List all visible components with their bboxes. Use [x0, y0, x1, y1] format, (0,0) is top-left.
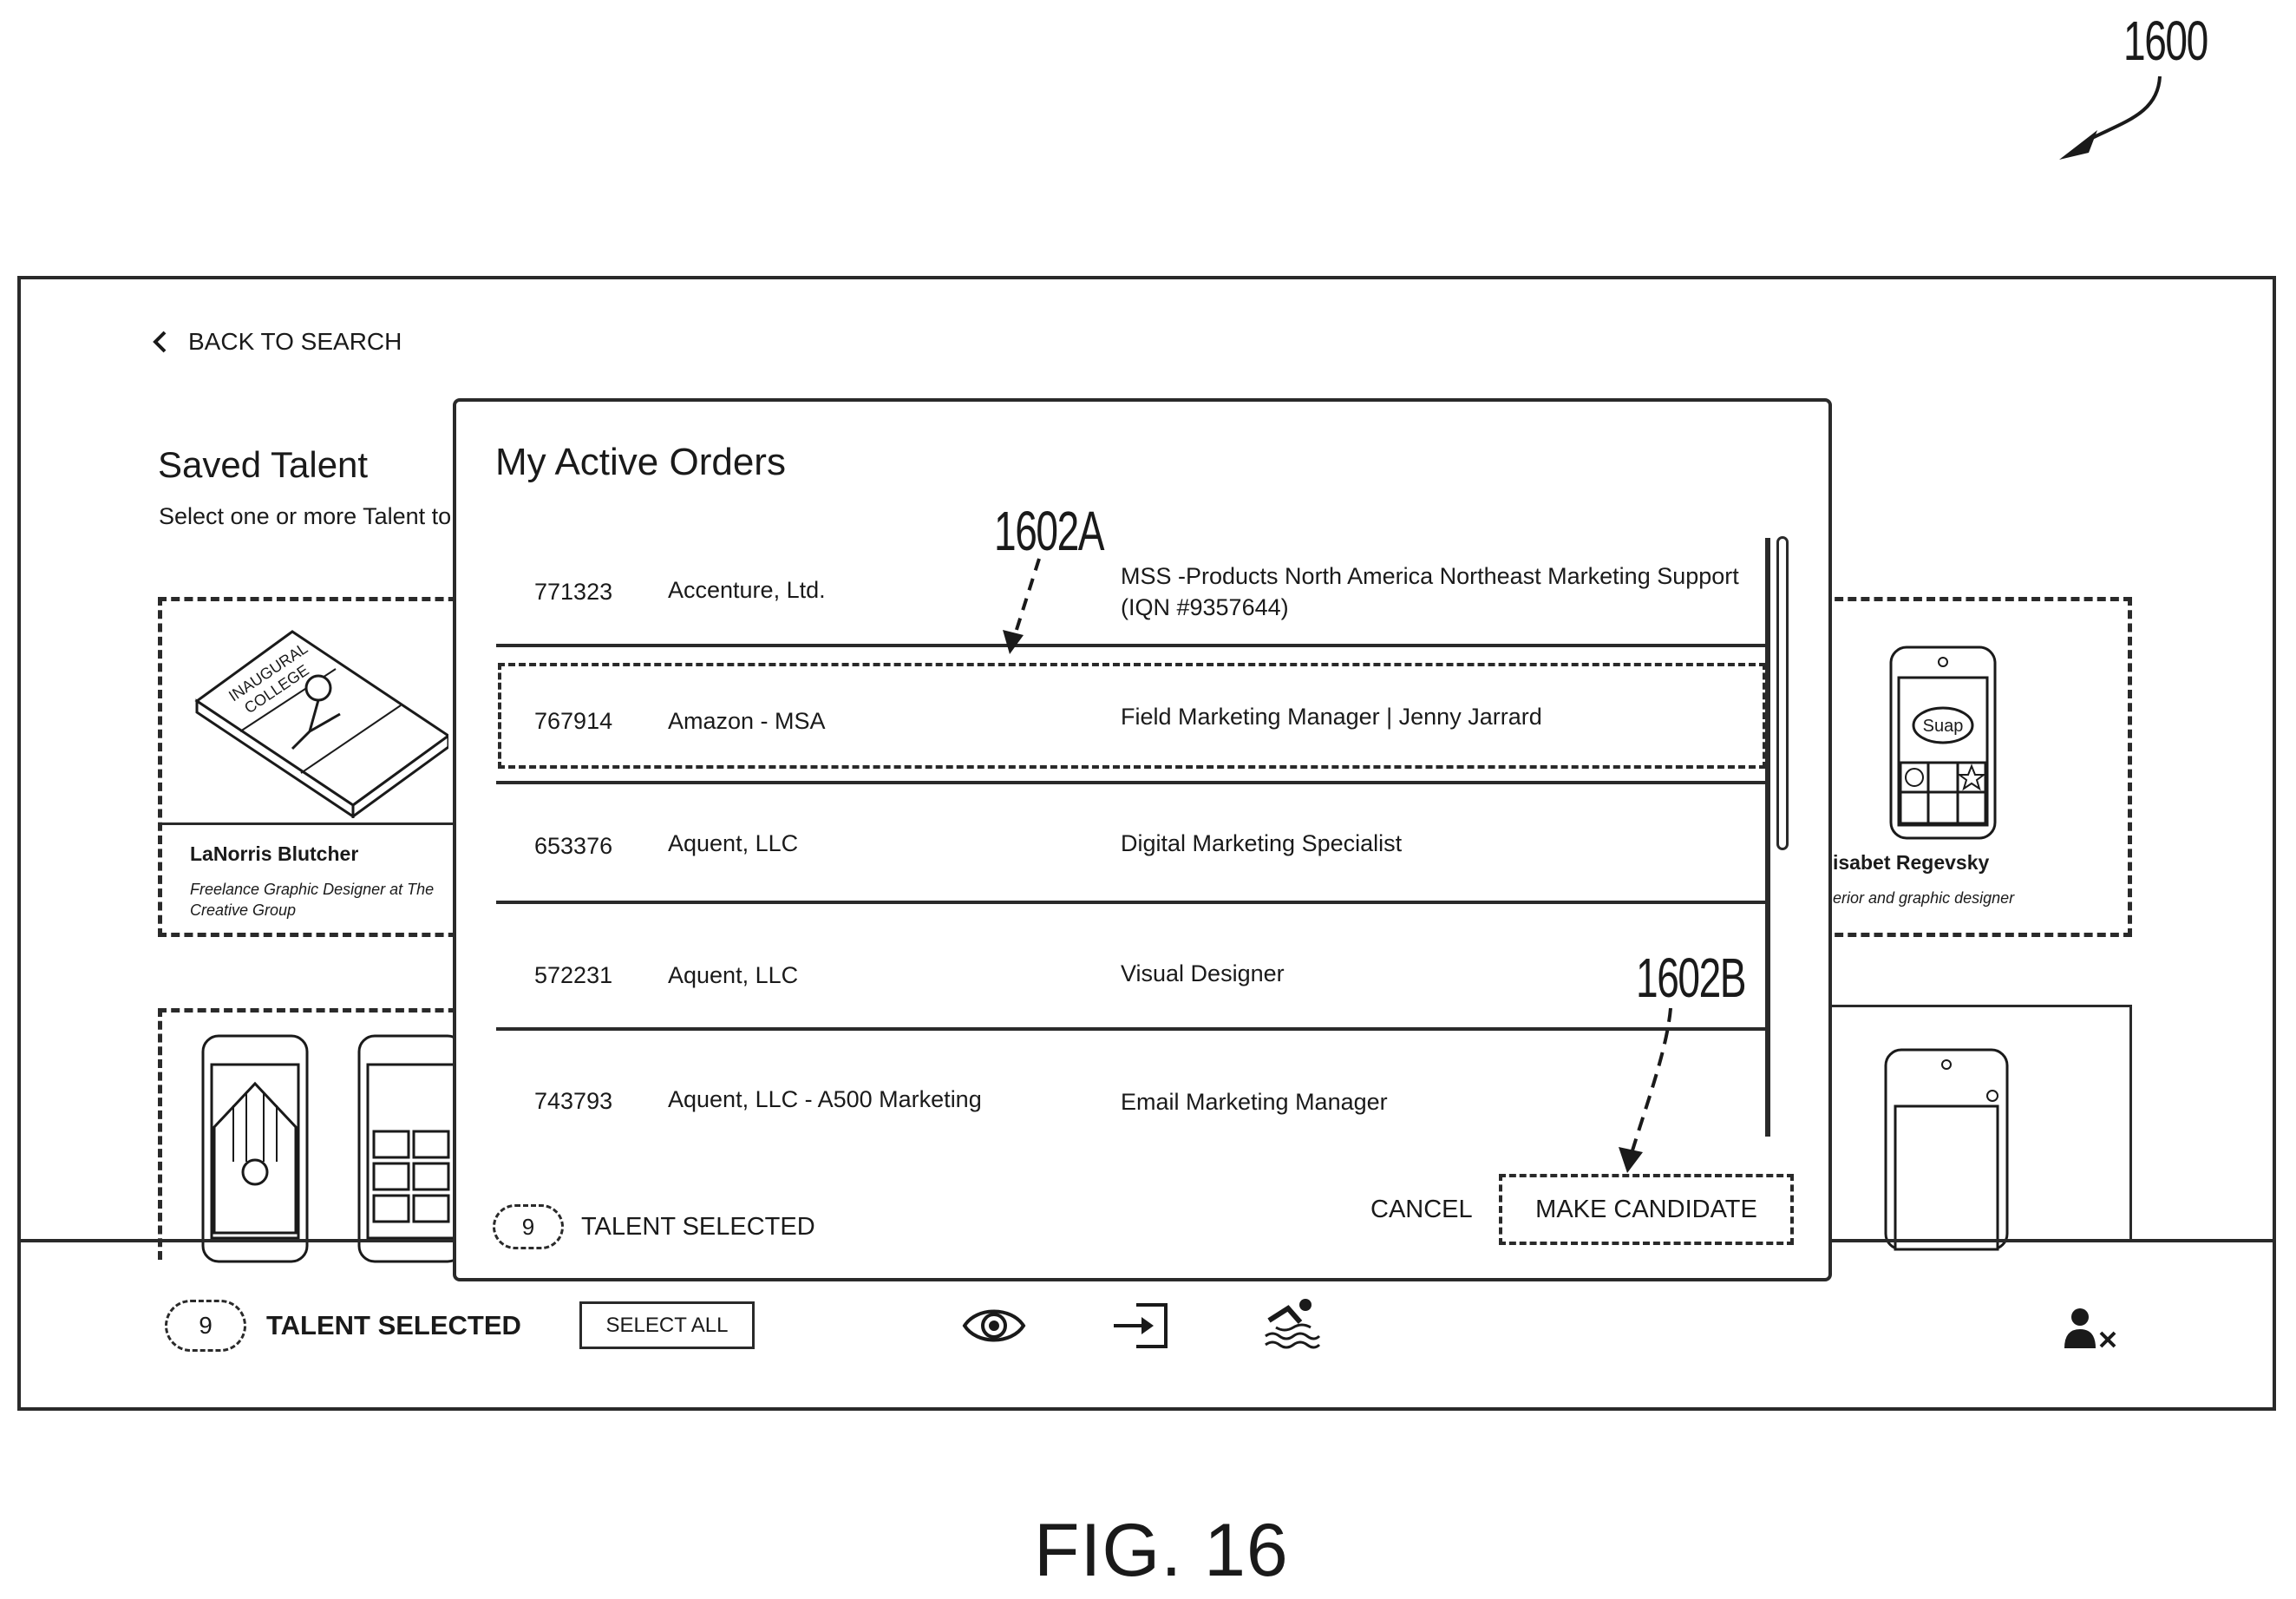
page-subtitle: Select one or more Talent to [159, 503, 451, 530]
order-title-line2: (IQN #9357644) [1121, 592, 1289, 623]
modal-talent-selected-label: TALENT SELECTED [581, 1213, 815, 1242]
order-title-line1: Digital Marketing Specialist [1121, 828, 1402, 859]
order-client: Aquent, LLC [668, 830, 798, 857]
order-id: 771323 [534, 579, 612, 606]
talent-count-badge: 9 [165, 1300, 246, 1352]
order-client: Amazon - MSA [668, 708, 826, 735]
order-row[interactable]: 572231 Aquent, LLC Visual Designer [496, 946, 1767, 1015]
modal-title: My Active Orders [495, 441, 786, 484]
talent-card-lanorris[interactable]: INAUGURAL COLLEGE LaNorris Blutcher Free… [158, 597, 470, 937]
talent-card-regevsky[interactable]: Suap isabet Regevsky erior and graphic d… [1822, 597, 2132, 937]
book-cover-image: INAUGURAL COLLEGE [188, 619, 448, 818]
phone-grid-image [355, 1032, 468, 1266]
order-id: 743793 [534, 1088, 612, 1115]
ref-1602a-arrow [998, 555, 1050, 659]
back-to-search-link[interactable]: BACK TO SEARCH [152, 328, 402, 356]
remove-user-icon[interactable] [2063, 1307, 2120, 1352]
order-client: Accenture, Ltd. [668, 577, 826, 604]
row-divider [496, 644, 1767, 647]
figure-caption: FIG. 16 [1034, 1508, 1289, 1594]
swimmer-icon[interactable] [1262, 1296, 1323, 1350]
row-divider [496, 901, 1767, 904]
talent-card-row2-left[interactable] [158, 1008, 470, 1260]
order-row-selected[interactable]: 767914 Amazon - MSA Field Marketing Mana… [496, 685, 1767, 755]
talent-card-row2-right[interactable] [1822, 1005, 2132, 1242]
order-title-line1: Email Marketing Manager [1121, 1086, 1388, 1117]
cancel-button[interactable]: CANCEL [1370, 1196, 1473, 1224]
phone-design-image [199, 1032, 311, 1266]
order-row[interactable]: 743793 Aquent, LLC - A500 Marketing Emai… [496, 1072, 1767, 1142]
ref-1600-label: 1600 [2123, 9, 2208, 73]
order-id: 572231 [534, 962, 612, 989]
talent-name: isabet Regevsky [1833, 851, 1989, 875]
make-candidate-button[interactable]: MAKE CANDIDATE [1499, 1174, 1794, 1245]
order-row[interactable]: 653376 Aquent, LLC Digital Marketing Spe… [496, 816, 1767, 885]
talent-role-line2: Creative Group [190, 900, 296, 921]
eye-icon[interactable] [961, 1301, 1027, 1350]
order-title-line1: MSS -Products North America Northeast Ma… [1121, 560, 1739, 592]
ref-1602a-label: 1602A [994, 499, 1103, 563]
scrollbar-thumb[interactable] [1776, 536, 1789, 850]
talent-name: LaNorris Blutcher [190, 842, 358, 866]
chevron-left-icon [152, 330, 167, 354]
order-title-line1: Field Marketing Manager | Jenny Jarrard [1121, 701, 1542, 732]
card-divider [162, 822, 466, 825]
order-id: 653376 [534, 833, 612, 860]
select-all-button[interactable]: SELECT ALL [579, 1301, 755, 1349]
talent-role-line1: Freelance Graphic Designer at The [190, 879, 434, 900]
ref-1602b-arrow [1613, 1005, 1683, 1178]
modal-talent-count-badge: 9 [493, 1204, 564, 1249]
page-title: Saved Talent [158, 444, 368, 486]
ref-1600-arrow [2047, 69, 2168, 174]
order-title-line1: Visual Designer [1121, 958, 1285, 989]
phone-image [1881, 1045, 2011, 1254]
app-logo-text: Suap [1923, 717, 1964, 736]
phone-app-image: Suap [1887, 643, 1999, 842]
back-to-search-label: BACK TO SEARCH [188, 328, 402, 356]
talent-selected-label: TALENT SELECTED [266, 1310, 521, 1341]
export-icon[interactable] [1110, 1301, 1171, 1350]
row-divider [496, 781, 1767, 784]
ref-1602b-label: 1602B [1636, 946, 1745, 1010]
scrollbar-track[interactable] [1765, 538, 1770, 1137]
order-client: Aquent, LLC [668, 962, 798, 989]
order-row[interactable]: 771323 Accenture, Ltd. MSS -Products Nor… [496, 555, 1767, 642]
talent-role-line1: erior and graphic designer [1833, 888, 2014, 908]
order-id: 767914 [534, 708, 612, 735]
row-divider [496, 1027, 1767, 1031]
order-client: Aquent, LLC - A500 Marketing [668, 1086, 982, 1113]
